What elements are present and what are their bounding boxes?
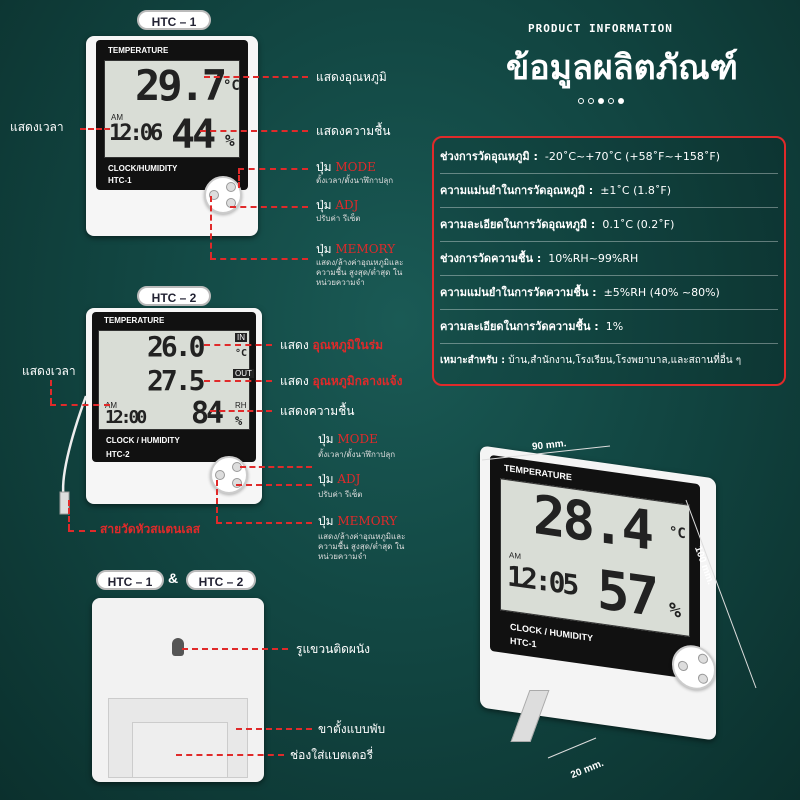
ampersand: & [168,570,179,586]
spec-table: ช่วงการวัดอุณหภูมิ : -20˚C~+70˚C (+58˚F~… [432,136,786,386]
celsius-unit: °C [223,78,240,94]
label-mode-button: ปุ่ม MODE [316,160,376,174]
label-show-humidity-2: แสดงความชื้น [280,404,355,418]
dimension-lines [481,445,757,759]
outdoor-temperature-readout: 27.5 [147,364,205,397]
heading-en: PRODUCT INFORMATION [528,22,673,35]
brand-label: TEMPERATURE [104,316,165,325]
desc-mode: ตั้งเวลา/ตั้งนาฬิกาปลุก [316,176,394,185]
time-readout: 12:00 [105,407,147,428]
footer-line1: CLOCK/HUMIDITY [108,164,178,173]
label-mode-button-2: ปุ่ม MODE [318,432,378,446]
desc-adj: ปรับค่า รีเซ็ต [316,214,361,223]
desc-memory-2: ความชื้น สูงสุด/ต่ำสุด ใน [316,268,403,277]
desc-memory-2-1: แสดง/ล้างค่าอุณหภูมิและ [318,532,406,541]
label-indoor-temp: แสดง อุณหภูมิในร่ม [280,338,384,352]
brand-label: TEMPERATURE [108,46,169,55]
label-probe-cable: สายวัดหัวสแตนเลส [100,522,201,536]
am-indicator: AM [111,113,123,122]
spec-row: ช่วงการวัดอุณหภูมิ : -20˚C~+70˚C (+58˚F~… [440,140,778,174]
footer-line2: HTC-1 [108,176,132,185]
model-label-htc1-back: HTC – 1 [96,570,164,590]
spec-row: ความละเอียดในการวัดความชื้น : 1% [440,310,778,344]
label-adj-button: ปุ่ม ADJ [316,198,359,212]
probe-cable [59,395,88,515]
indoor-temperature-readout: 26.0 [147,330,205,363]
spec-row: ความละเอียดในการวัดอุณหภูมิ : 0.1˚C (0.2… [440,208,778,242]
desc-memory-2-2: ความชื้น สูงสุด/ต่ำสุด ใน [318,542,405,551]
htc2-device: TEMPERATURE 26.0 IN °C 27.5 OUT AM 12:00… [86,308,262,504]
htc1-device: TEMPERATURE 29.7 °C AM 12:06 44 % CLOCK/… [86,36,258,236]
desc-memory-2-3: หน่วยความจำ [318,552,367,561]
label-outdoor-temp: แสดง อุณหภูมิกลางแจ้ง [280,374,403,388]
label-show-humidity: แสดงความชื้น [316,124,391,138]
temperature-readout: 29.7 [135,61,227,110]
spec-row: ความแม่นยำในการวัดความชื้น : ±5%RH (40% … [440,276,778,310]
label-folding-stand: ขาตั้งแบบพับ [318,722,386,736]
celsius-unit: °C [235,348,248,359]
model-label-htc2-back: HTC – 2 [186,570,256,590]
out-indicator: OUT [233,369,254,378]
wall-hanging-hole [172,638,184,656]
label-memory-button: ปุ่ม MEMORY [316,242,396,256]
label-battery-slot: ช่องใส่แบตเตอรี่ [290,748,374,762]
rh-indicator: RH [235,401,247,410]
model-label-htc1: HTC – 1 [137,10,211,30]
label-wall-hole: รูแขวนติดผนัง [296,642,371,656]
label-show-temperature: แสดงอุณหภูมิ [316,70,387,84]
desc-mode-2: ตั้งเวลา/ตั้งนาฬิกาปลุก [318,450,396,459]
spec-row: เหมาะสำหรับ : บ้าน,สำนักงาน,โรงเรียน,โรง… [440,355,742,366]
footer-line1: CLOCK / HUMIDITY [106,436,180,445]
percent-unit: % [235,414,243,428]
label-show-time: แสดงเวลา [10,120,64,134]
footer-line2: HTC-2 [106,450,130,459]
spec-row: ช่วงการวัดความชื้น : 10%RH~99%RH [440,242,778,276]
desc-memory-1: แสดง/ล้างค่าอุณหภูมิและ [316,258,404,267]
battery-compartment [132,722,228,778]
label-show-time-2: แสดงเวลา [22,364,76,378]
desc-memory-3: หน่วยความจำ [316,278,365,287]
am-indicator: AM [105,401,117,410]
back-panel [92,598,264,782]
humidity-readout: 84 [191,396,224,431]
desc-adj-2: ปรับค่า รีเซ็ต [318,490,363,499]
model-label-htc2: HTC – 2 [137,286,211,306]
label-adj-button-2: ปุ่ม ADJ [318,472,361,486]
in-indicator: IN [235,333,247,342]
humidity-readout: 44 [171,112,216,158]
heading-th: ข้อมูลผลิตภัณฑ์ [506,48,738,88]
pagination-dots [578,98,630,106]
percent-unit: % [225,131,235,150]
spec-row: ความแม่นยำในการวัดอุณหภูมิ : ±1˚C (1.8˚F… [440,174,778,208]
time-readout: 12:06 [109,121,163,146]
label-memory-button-2: ปุ่ม MEMORY [318,514,398,528]
